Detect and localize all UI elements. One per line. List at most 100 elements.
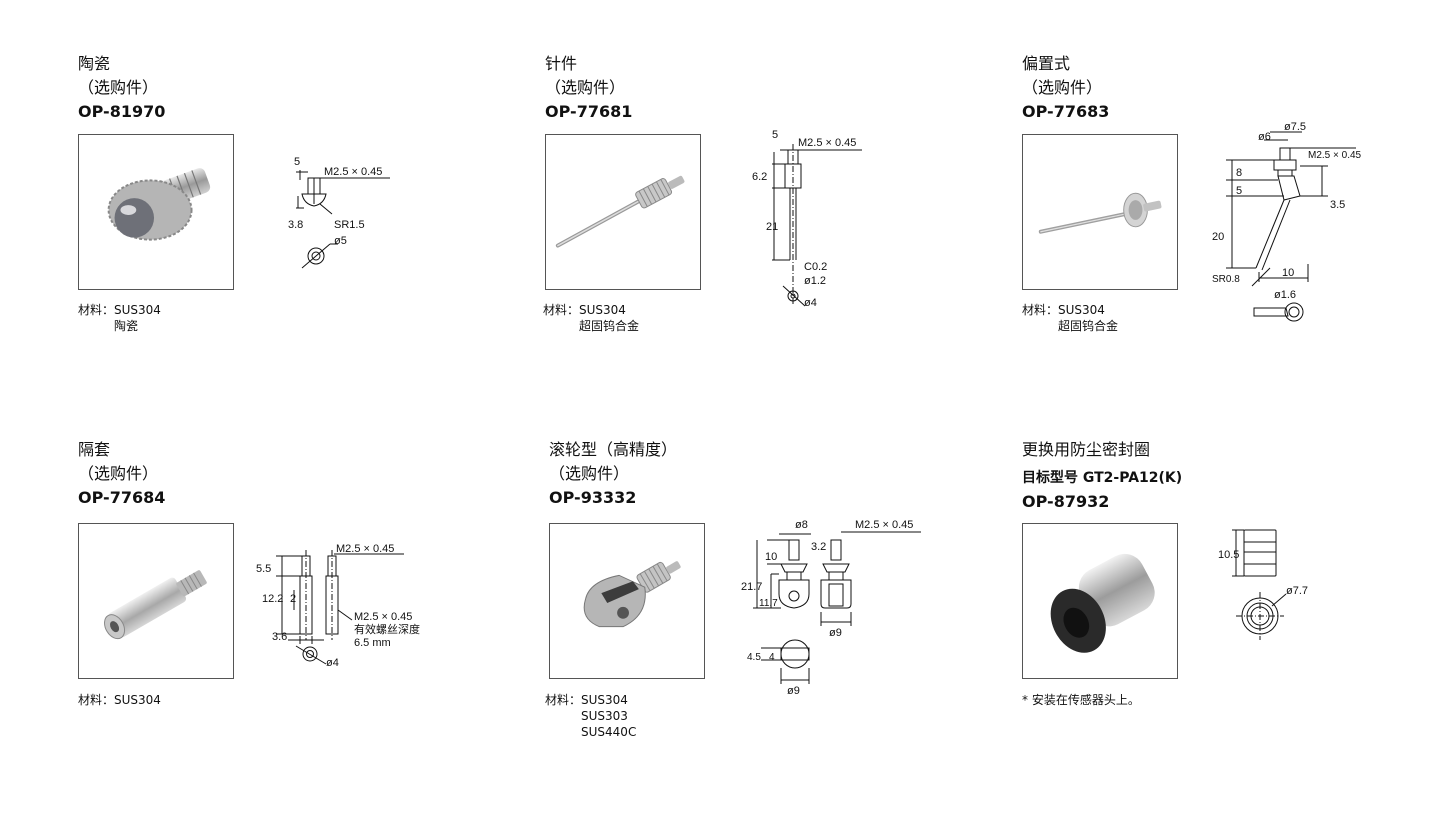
dim-label: 21 xyxy=(766,221,778,233)
material-value: 陶瓷 xyxy=(114,319,139,333)
product-photo xyxy=(78,134,234,290)
material-info: 材料： SUS304 xyxy=(78,692,161,708)
dim-label: ø9 xyxy=(829,627,842,639)
product-code: OP-77684 xyxy=(78,488,166,507)
target-model: 目标型号 GT2-PA12(K) xyxy=(1022,470,1183,486)
dim-label: ø4 xyxy=(326,657,339,669)
product-name: 偏置式 xyxy=(1022,54,1071,73)
product-code: OP-93332 xyxy=(549,488,637,507)
dim-label: 3.8 xyxy=(288,219,303,231)
dim-label: C0.2 xyxy=(804,261,827,273)
dim-label: 有效螺丝深度 xyxy=(354,622,420,636)
dim-label: 10 xyxy=(1282,267,1294,279)
dim-label: ø1.2 xyxy=(804,275,826,287)
dimension-drawing: ø7.5 ø6 M2.5 × 0.45 8 5 3.5 20 SR0.8 10 … xyxy=(1212,121,1362,322)
product-card-dust-seal: 更换用防尘密封圈 目标型号 GT2-PA12(K) OP-87932 * 安装在… xyxy=(1022,438,1422,738)
dim-label: M2.5 × 0.45 xyxy=(855,519,913,531)
dimension-drawing: 5 M2.5 × 0.45 3.8 SR1.5 ø5 xyxy=(288,156,390,269)
needle-tip-image xyxy=(555,175,685,248)
dim-label: 6.2 xyxy=(752,171,767,183)
dim-label: M2.5 × 0.45 xyxy=(798,137,856,149)
dim-label: 12.2 xyxy=(262,593,283,605)
product-photo xyxy=(1022,134,1178,290)
product-card-roller: 滚轮型（高精度） （选购件） OP-93332 材料： SUS304 SUS30… xyxy=(545,438,949,758)
product-card-offset: 偏置式 （选购件） OP-77683 材料： SUS304 超固钨合金 xyxy=(1022,52,1442,352)
product-photo xyxy=(78,523,234,679)
dim-label: 3.6 xyxy=(272,631,287,643)
product-optional: （选购件） xyxy=(1022,78,1103,97)
install-note: * 安装在传感器头上。 xyxy=(1022,693,1140,707)
dim-label: 2 xyxy=(290,593,296,605)
product-card-needle: 针件 （选购件） OP-77681 材料： SUS304 超固钨合金 xyxy=(543,52,945,352)
product-code: OP-81970 xyxy=(78,102,166,121)
product-code: OP-87932 xyxy=(1022,492,1110,511)
product-photo xyxy=(549,523,705,679)
dim-label: 21.7 xyxy=(741,581,762,593)
dim-label: 4.5 xyxy=(747,652,761,663)
product-photo xyxy=(1022,523,1178,679)
dim-label: 5 xyxy=(772,129,778,141)
dim-label: ø4 xyxy=(804,297,817,309)
material-label: 材料： xyxy=(1022,303,1059,317)
material-value: 超固钨合金 xyxy=(579,319,640,333)
dim-label: 6.5 mm xyxy=(354,637,391,649)
product-title: 滚轮型（高精度） （选购件） OP-93332 xyxy=(549,438,677,510)
material-label: 材料： xyxy=(545,693,582,707)
material-value: SUS304 xyxy=(114,303,161,317)
product-code: OP-77681 xyxy=(545,102,633,121)
material-info: 材料： SUS304 SUS303 SUS440C xyxy=(545,692,636,740)
product-name: 针件 xyxy=(545,54,578,73)
material-value: SUS304 xyxy=(114,693,161,707)
product-card-spacer: 隔套 （选购件） OP-77684 材料： SUS304 xyxy=(78,438,478,738)
dim-label: ø7.5 xyxy=(1284,121,1306,133)
dim-label: ø7.7 xyxy=(1286,585,1308,597)
material-label: 材料： xyxy=(543,303,580,317)
dim-label: 5 xyxy=(294,156,300,168)
product-optional: （选购件） xyxy=(78,464,159,483)
material-label: 材料： xyxy=(78,693,115,707)
product-name: 陶瓷 xyxy=(78,54,111,73)
dim-label: ø5 xyxy=(334,235,347,247)
product-code: OP-77683 xyxy=(1022,102,1110,121)
dim-label: ø9 xyxy=(787,685,800,697)
dim-label: 3.5 xyxy=(1330,199,1345,211)
material-value: SUS304 xyxy=(579,303,626,317)
dim-label: SR0.8 xyxy=(1212,274,1240,285)
dimension-drawing: 10.5 ø7.7 xyxy=(1218,529,1308,640)
product-title: 更换用防尘密封圈 目标型号 GT2-PA12(K) OP-87932 xyxy=(1022,438,1182,514)
dim-label: 3.2 xyxy=(811,541,826,553)
product-card-ceramic: 陶瓷 （选购件） OP-81970 材料： SUS304 陶瓷 xyxy=(78,52,478,352)
product-name: 滚轮型（高精度） xyxy=(549,440,678,459)
dim-label: ø1.6 xyxy=(1274,289,1296,301)
ceramic-tip-image xyxy=(107,168,211,241)
dim-label: M2.5 × 0.45 xyxy=(354,611,412,623)
roller-tip-image xyxy=(583,561,681,628)
material-info: 材料： SUS304 陶瓷 xyxy=(78,302,161,334)
product-title: 隔套 （选购件） OP-77684 xyxy=(78,438,165,510)
material-info: 材料： SUS304 超固钨合金 xyxy=(1022,302,1118,334)
product-name: 隔套 xyxy=(78,440,111,459)
material-value: 超固钨合金 xyxy=(1058,319,1119,333)
dim-label: 10 xyxy=(765,551,777,563)
offset-tip-image xyxy=(1038,192,1162,234)
material-info: 材料： SUS304 超固钨合金 xyxy=(543,302,639,334)
dim-label: 4 xyxy=(769,652,775,663)
dim-label: 8 xyxy=(1236,167,1242,179)
material-value: SUS303 xyxy=(581,709,628,723)
dim-label: M2.5 × 0.45 xyxy=(336,543,394,555)
product-title: 针件 （选购件） OP-77681 xyxy=(545,52,632,124)
dim-label: 5 xyxy=(1236,185,1242,197)
product-title: 偏置式 （选购件） OP-77683 xyxy=(1022,52,1109,124)
dim-label: 20 xyxy=(1212,231,1224,243)
product-optional: （选购件） xyxy=(545,78,626,97)
dim-label: 11.7 xyxy=(759,598,778,609)
dimension-drawing: M2.5 × 0.45 5.5 12.2 2 3.6 M2.5 × 0.45 有… xyxy=(256,543,420,669)
product-title: 陶瓷 （选购件） OP-81970 xyxy=(78,52,165,124)
dim-label: 10.5 xyxy=(1218,549,1239,561)
material-value: SUS304 xyxy=(1058,303,1105,317)
dust-seal-image xyxy=(1050,553,1155,653)
material-label: 材料： xyxy=(78,303,115,317)
dim-label: M2.5 × 0.45 xyxy=(324,166,382,178)
dim-label: 5.5 xyxy=(256,563,271,575)
dim-label: SR1.5 xyxy=(334,219,365,231)
